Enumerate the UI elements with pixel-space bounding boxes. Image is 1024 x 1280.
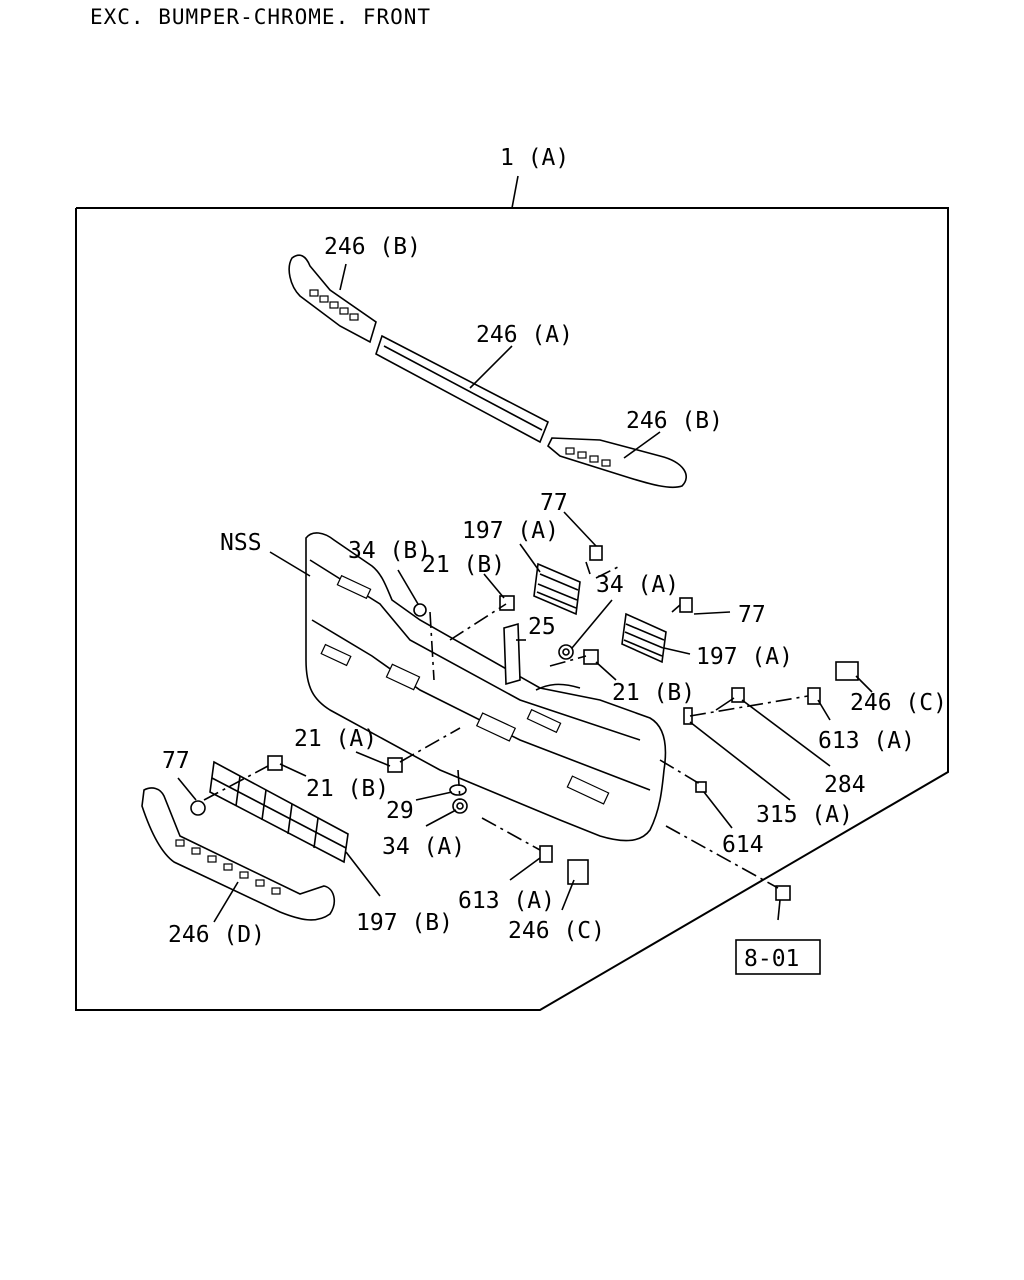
grille-197a-upper[interactable] (533, 562, 581, 616)
reference-8-01[interactable]: 8-01 (735, 939, 821, 975)
callout-29: 29 (386, 798, 414, 824)
assembly-label: 1 (A) (500, 145, 569, 171)
bracket-25[interactable] (503, 622, 521, 686)
callout-21b-left: 21 (B) (306, 776, 389, 802)
callout-21b-top: 21 (B) (422, 552, 505, 578)
callout-614: 614 (722, 832, 764, 858)
assembly-lines (203, 565, 809, 889)
callout-34a-top: 34 (A) (596, 572, 679, 598)
callout-77-right: 77 (738, 602, 766, 628)
clip-21b-mid[interactable] (583, 649, 599, 665)
bolt-284[interactable] (715, 687, 745, 711)
clip-21b-lower[interactable] (267, 755, 283, 771)
callout-246b-right: 246 (B) (626, 408, 723, 434)
callout-284: 284 (824, 772, 866, 798)
callout-246a: 246 (A) (476, 322, 573, 348)
callout-315a: 315 (A) (756, 802, 853, 828)
callout-197a-right: 197 (A) (696, 644, 793, 670)
callout-21a: 21 (A) (294, 726, 377, 752)
callout-246c-right: 246 (C) (850, 690, 947, 716)
callout-246c-bottom: 246 (C) (508, 918, 605, 944)
reference-label: 8-01 (744, 946, 799, 972)
trim-246b-left[interactable] (288, 254, 377, 344)
screw-77-right[interactable] (671, 597, 693, 613)
page-title: EXC. BUMPER-CHROME. FRONT (90, 5, 431, 29)
callout-197b: 197 (B) (356, 910, 453, 936)
washer-29[interactable] (449, 784, 467, 796)
clip-613a-bottom[interactable] (539, 845, 553, 863)
screw-77-upper[interactable] (585, 545, 603, 575)
trim-246a[interactable] (375, 334, 550, 444)
callout-34b: 34 (B) (348, 538, 431, 564)
clip-21a[interactable] (387, 757, 403, 773)
callout-34a-bottom: 34 (A) (382, 834, 465, 860)
bracket-246c-right[interactable] (835, 661, 859, 681)
bumper-body-nss[interactable] (305, 532, 667, 842)
leader-lines (177, 263, 873, 923)
callout-21b-mid: 21 (B) (612, 680, 695, 706)
nut-34b[interactable] (413, 603, 427, 617)
trim-246b-right[interactable] (547, 437, 687, 489)
callout-246d: 246 (D) (168, 922, 265, 948)
callout-25: 25 (528, 614, 556, 640)
assembly-frame (75, 175, 949, 1011)
trim-246d[interactable] (141, 787, 336, 921)
callout-77-left: 77 (162, 748, 190, 774)
clip-21b-upper[interactable] (499, 595, 515, 611)
callout-613a-right: 613 (A) (818, 728, 915, 754)
callout-nss: NSS (220, 530, 262, 556)
bracket-246c-bottom[interactable] (567, 859, 589, 885)
callout-613a-bottom: 613 (A) (458, 888, 555, 914)
pin-614[interactable] (695, 781, 707, 793)
callout-77-top: 77 (540, 490, 568, 516)
grille-197a-lower[interactable] (621, 612, 667, 664)
callout-246b-top: 246 (B) (324, 234, 421, 260)
screw-77-lower[interactable] (190, 800, 206, 816)
cap-8-01[interactable] (775, 885, 791, 901)
nut-34a-upper[interactable] (558, 644, 574, 660)
callout-197a-top: 197 (A) (462, 518, 559, 544)
